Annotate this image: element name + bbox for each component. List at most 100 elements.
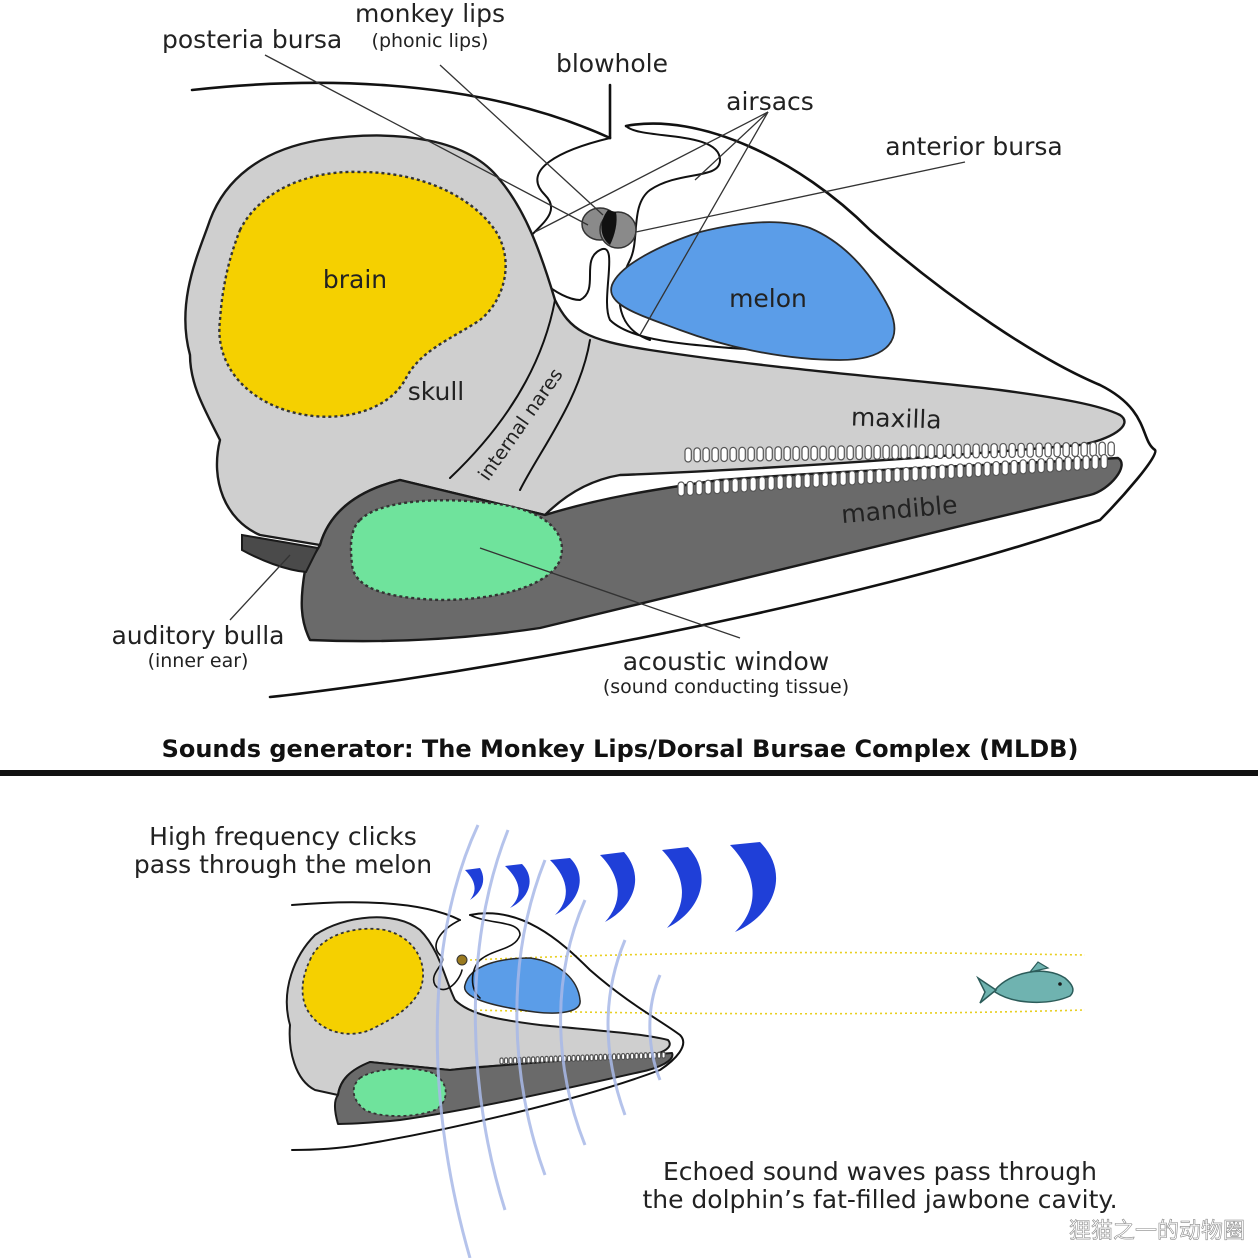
tooth	[801, 445, 809, 461]
tooth	[893, 467, 901, 483]
tooth	[1037, 458, 1045, 474]
tooth	[1082, 455, 1090, 471]
internal-nares-band	[449, 299, 591, 491]
tooth	[589, 1054, 594, 1062]
label-airsacs: airsacs	[726, 87, 814, 116]
tooth	[1064, 456, 1072, 472]
label-echo-line1: Echoed sound waves pass through	[663, 1157, 1097, 1186]
label-clicks-line1: High frequency clicks	[149, 822, 417, 851]
tooth	[1028, 458, 1036, 474]
tooth	[803, 473, 811, 489]
tooth	[580, 1054, 585, 1062]
tooth	[713, 479, 721, 495]
tooth	[981, 443, 989, 459]
tooth	[756, 446, 764, 462]
tooth	[1073, 455, 1081, 471]
tooth	[575, 1054, 581, 1062]
label-maxilla: maxilla	[851, 402, 943, 434]
tooth	[634, 1052, 639, 1060]
label-acoustic-window: acoustic window	[623, 647, 830, 676]
tooth	[864, 444, 872, 461]
click-wave-2	[505, 864, 530, 908]
tooth	[508, 1057, 513, 1065]
click-wave-1	[465, 868, 484, 900]
tooth	[848, 470, 856, 486]
tooth	[711, 447, 719, 463]
tooth	[1080, 441, 1088, 458]
click-wave-6	[730, 842, 777, 932]
small-melon	[464, 957, 581, 1014]
sonar-beam-lower	[469, 1009, 1086, 1015]
tooth	[1010, 459, 1018, 476]
tooth	[920, 465, 928, 481]
echo-wave-6	[648, 974, 662, 1081]
tooth	[990, 443, 998, 459]
tooth	[566, 1054, 572, 1063]
tooth	[837, 445, 845, 461]
tooth	[499, 1057, 504, 1065]
tooth	[929, 465, 937, 481]
tooth	[857, 469, 865, 485]
tooth	[1055, 456, 1063, 473]
lead-airsacs-1	[694, 111, 769, 181]
tooth	[900, 444, 908, 460]
tooth	[1019, 459, 1027, 475]
echo-wave-3	[515, 859, 547, 1176]
tooth	[661, 1051, 666, 1059]
tooth	[972, 443, 980, 459]
tooth	[629, 1052, 635, 1060]
echo-wave-5	[606, 939, 627, 1116]
tooth	[974, 462, 982, 478]
tooth	[956, 463, 964, 479]
tooth	[625, 1052, 630, 1061]
tooth	[945, 443, 953, 459]
tooth	[947, 463, 955, 480]
click-waves	[465, 842, 777, 932]
tooth	[938, 464, 946, 480]
tooth	[512, 1056, 518, 1065]
tooth	[965, 462, 973, 478]
tooth	[776, 474, 784, 491]
tooth	[918, 444, 926, 460]
tooth	[526, 1056, 531, 1064]
tooth	[1107, 441, 1115, 457]
label-skull: skull	[408, 377, 464, 406]
tooth	[963, 443, 971, 459]
tooth	[1046, 457, 1054, 473]
lead-anterior-bursa	[635, 161, 966, 233]
teeth-lower	[677, 453, 1108, 497]
tooth	[954, 443, 962, 459]
lead-auditory-bulla	[229, 554, 291, 621]
click-wave-4	[600, 852, 636, 922]
tooth	[638, 1052, 644, 1060]
melon	[610, 221, 896, 361]
small-nasal-passage	[432, 914, 521, 999]
tooth	[783, 446, 791, 462]
label-anterior-bursa: anterior bursa	[885, 132, 1062, 161]
label-melon: melon	[729, 284, 807, 313]
label-inner-ear: (inner ear)	[148, 650, 249, 672]
tooth	[598, 1053, 603, 1062]
small-acoustic-window	[352, 1067, 447, 1117]
tooth	[729, 446, 737, 462]
small-brain	[301, 927, 424, 1035]
tooth	[686, 480, 694, 497]
tooth	[620, 1052, 626, 1061]
panel-divider	[0, 770, 1258, 776]
tooth	[704, 479, 712, 495]
label-clicks-line2: pass through the melon	[134, 850, 432, 879]
label-blowhole: blowhole	[556, 49, 668, 78]
tooth	[722, 478, 730, 494]
tooth	[521, 1056, 527, 1064]
tooth	[1062, 442, 1070, 458]
label-echo-line2: the dolphin’s fat-filled jawbone cavity.	[642, 1185, 1117, 1214]
tooth	[884, 467, 892, 484]
tooth	[693, 447, 701, 463]
tooth	[839, 470, 847, 487]
tooth	[593, 1053, 599, 1062]
tooth	[821, 472, 829, 488]
tooth	[611, 1053, 617, 1061]
tooth	[584, 1054, 590, 1062]
tooth	[1053, 442, 1061, 458]
label-monkey-lips: monkey lips	[355, 0, 505, 28]
